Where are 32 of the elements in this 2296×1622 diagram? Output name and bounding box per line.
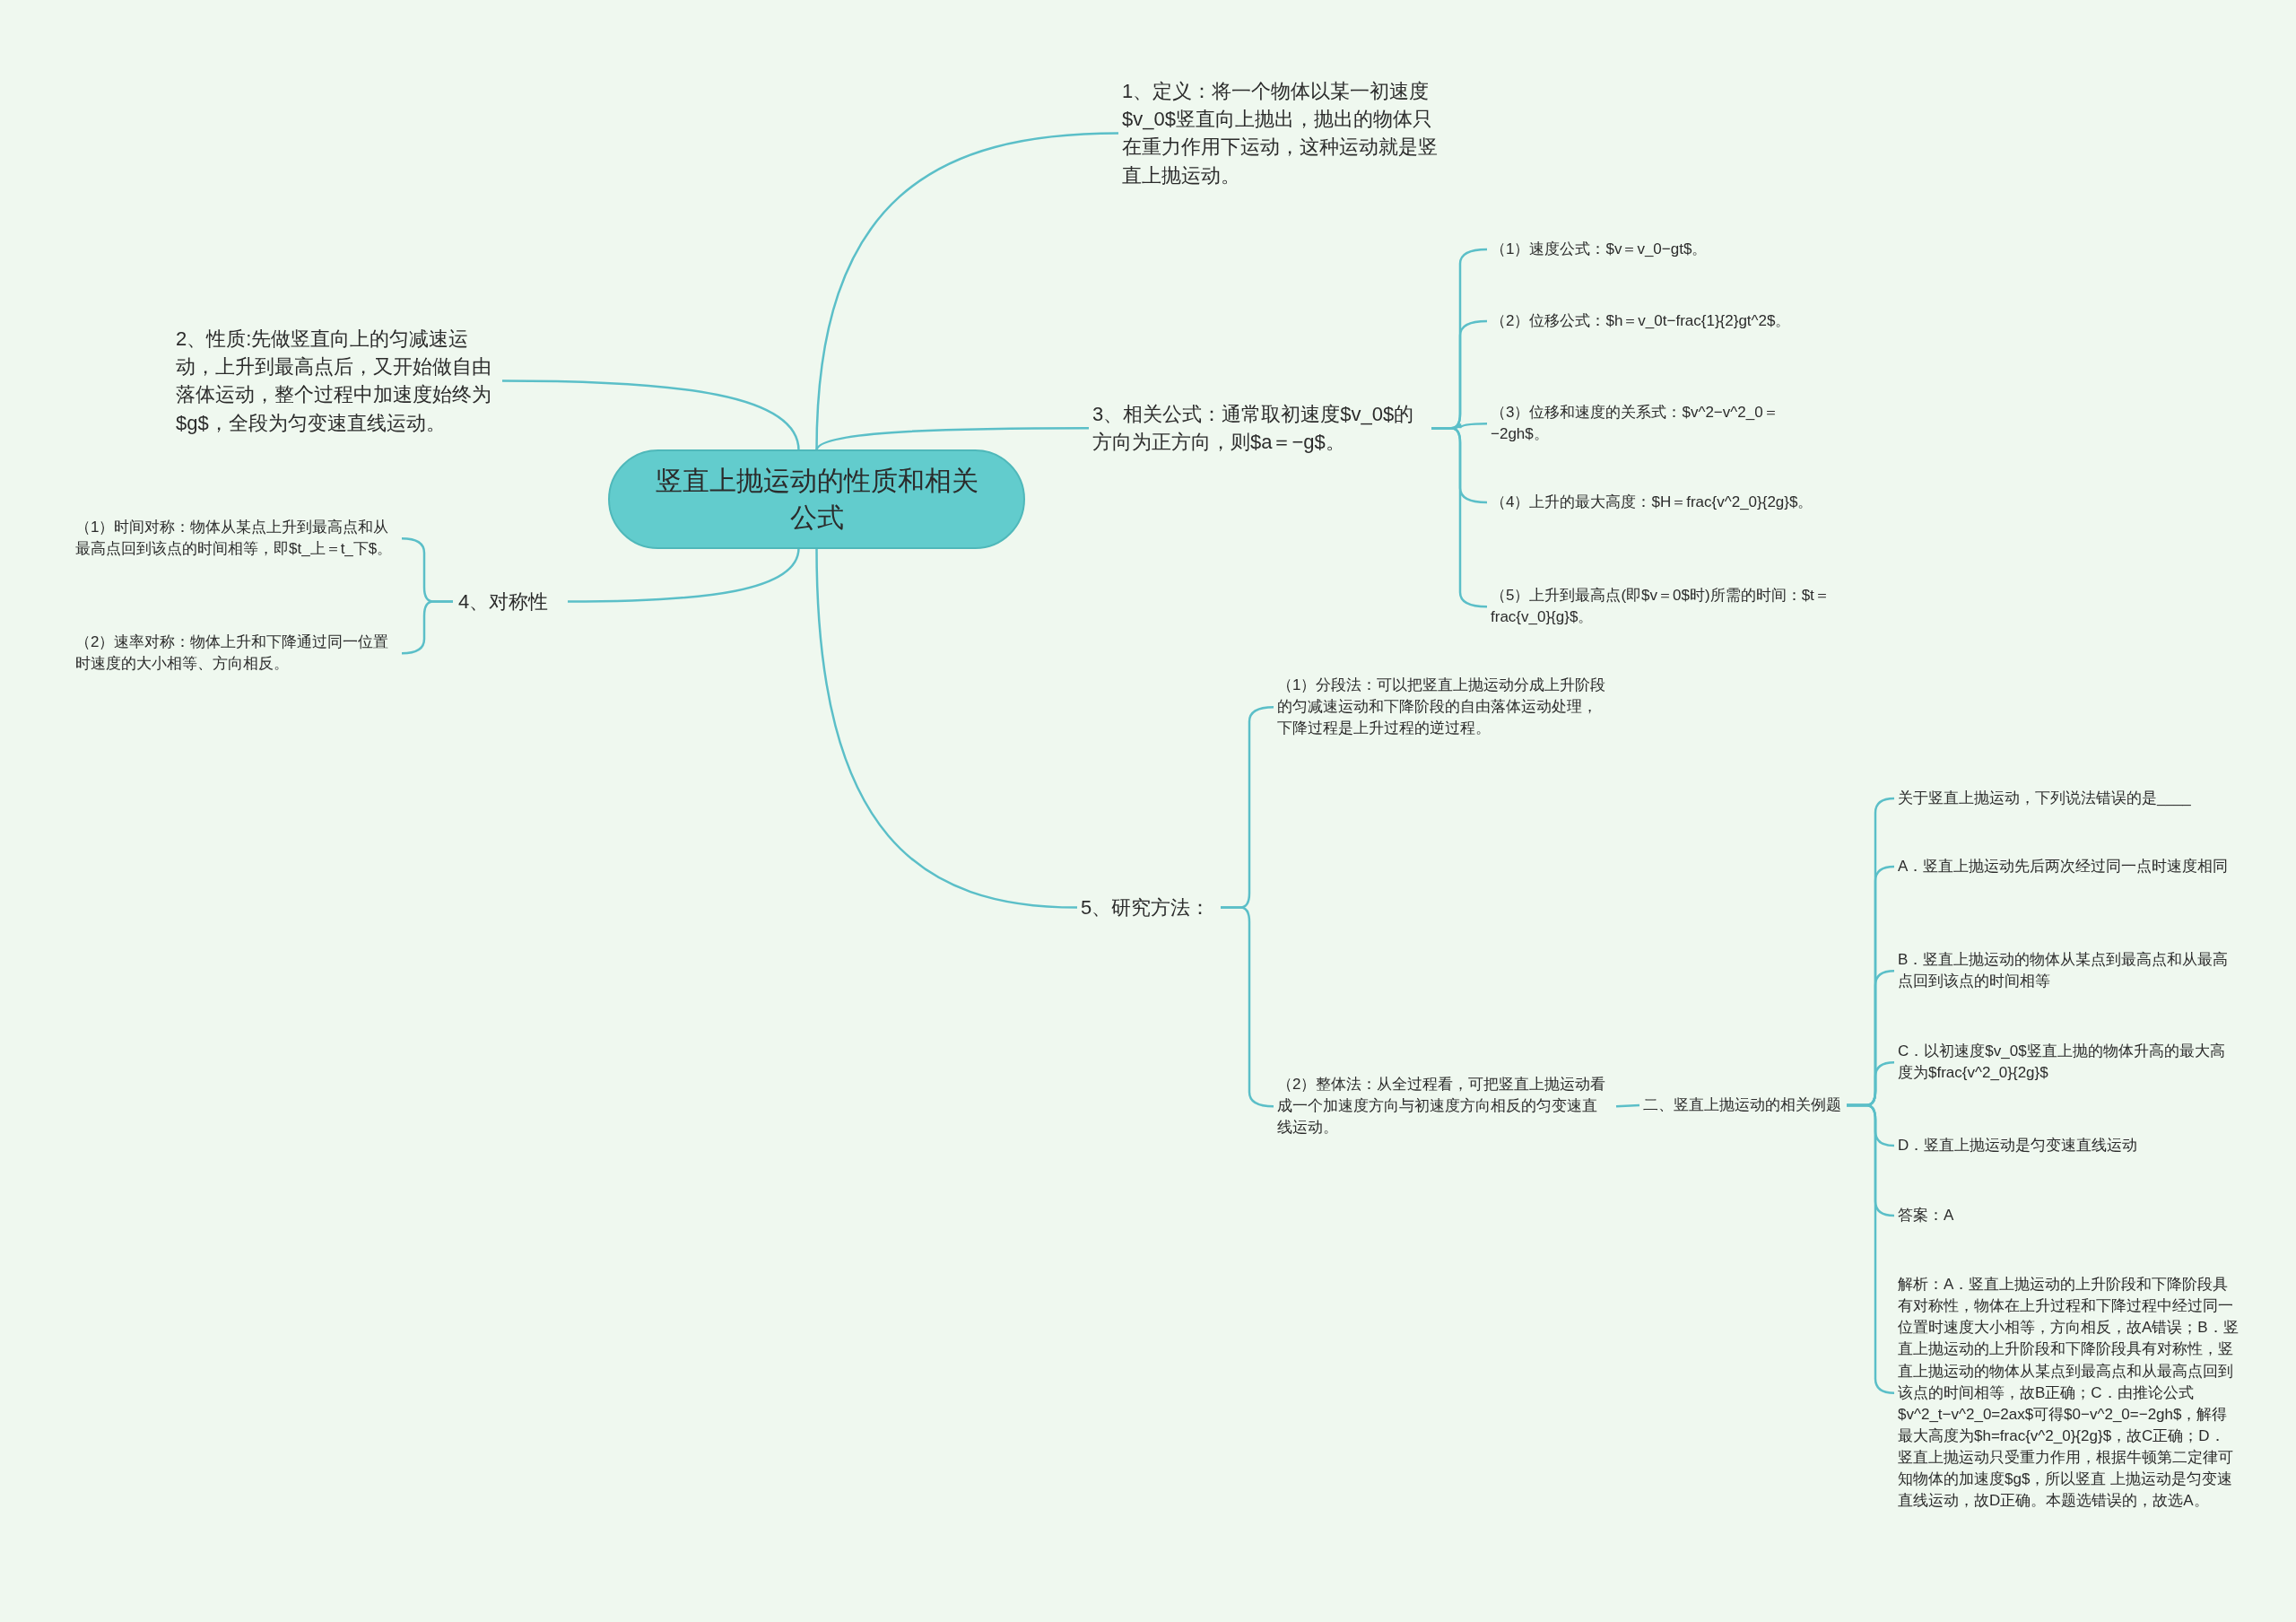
topic-text: 3、相关公式：通常取初速度$v_0$的方向为正方向，则$a＝−g$。 (1092, 400, 1426, 457)
subtopic-text: 二、竖直上抛运动的相关例题 (1643, 1094, 1841, 1117)
subtopic-text: （4）上升的最大高度：$H＝frac{v^2_0}{2g}$。 (1491, 492, 1831, 514)
subtopic-text: （1）速度公式：$v＝v_0−gt$。 (1491, 239, 1831, 261)
subtopic-text: （2）位移公式：$h＝v_0t−frac{1}{2}gt^2$。 (1491, 310, 1831, 333)
subtopic-text: （1）时间对称：物体从某点上升到最高点和从最高点回到该点的时间相等，即$t_上＝t_下$。 (75, 517, 398, 561)
connector-line (1847, 1103, 1895, 1394)
subtopic-text: （1）分段法：可以把竖直上抛运动分成上升阶段的匀减速运动和下降阶段的自由落体运动处理，下降过程是上升过程的逆过程。 (1277, 675, 1611, 740)
topic-text: 4、对称性 (458, 588, 564, 616)
topic-text: 2、性质:先做竖直向上的匀减速运动，上升到最高点后，又开始做自由落体运动，整个过程中加速度始终为$g$，全段为匀变速直线运动。 (176, 325, 499, 437)
connector-line (1431, 427, 1488, 608)
connector-line (815, 132, 1119, 451)
explanation-text: 解析：A．竖直上抛运动的上升阶段和下降阶段具有对称性，物体在上升过程和下降过程中经过同一位置时速度大小相等，方向相反，故A错误；B．竖直上抛运动的上升阶段和下降阶段具有对称性，竖直上抛运动的物体从某点到最高点和从最高点回到该点的时间相等，故B正确；C．由推论公式$v^2_t−v^2_0=2ax$可得$0−v^2_0=−2gh$，解得最大高度为$h=frac{v^2_0}{2g}$，故C正确；D．竖直上抛运动只受重力作用，根据牛顿第二定律可知物体的加速度$g$，所以竖直 上抛运动是匀变速直线运动，故D正确。本题选错误的，故选A。 (1898, 1274, 2239, 1513)
topic-text: 5、研究方法： (1081, 894, 1215, 922)
connector-line (502, 379, 800, 451)
connector-line (815, 547, 1078, 909)
option-text: B．竖直上抛运动的物体从某点到最高点和从最高点回到该点的时间相等 (1898, 949, 2239, 993)
option-text: C．以初速度$v_0$竖直上抛的物体升高的最大高度为$frac{v^2_0}{2g}$ (1898, 1041, 2239, 1085)
subtopic-text: （3）位移和速度的关系式：$v^2−v^2_0＝−2gh$。 (1491, 402, 1831, 446)
option-text: A．竖直上抛运动先后两次经过同一点时速度相同 (1898, 856, 2239, 878)
connector-line (568, 547, 800, 603)
connector-line (1615, 1103, 1640, 1108)
option-text: D．竖直上抛运动是匀变速直线运动 (1898, 1135, 2239, 1157)
subtopic-text: （5）上升到最高点(即$v＝0$时)所需的时间：$t＝frac{v_0}{g}$。 (1491, 585, 1831, 629)
central-topic: 竖直上抛运动的性质和相关公式 (608, 449, 1025, 549)
connector-line (401, 600, 453, 655)
question-text: 关于竖直上抛运动，下列说法错误的是____ (1898, 788, 2239, 810)
answer-text: 答案：A (1898, 1205, 2239, 1227)
subtopic-text: （2）整体法：从全过程看，可把竖直上抛运动看成一个加速度方向与初速度方向相反的匀变速直线运动。 (1277, 1074, 1611, 1139)
connector-line (815, 427, 1089, 451)
subtopic-text: （2）速率对称：物体上升和下降通过同一位置时速度的大小相等、方向相反。 (75, 632, 398, 676)
topic-text: 1、定义：将一个物体以某一初速度$v_0$竖直向上抛出，抛出的物体只在重力作用下运动，这种运动就是竖直上抛运动。 (1122, 77, 1449, 189)
